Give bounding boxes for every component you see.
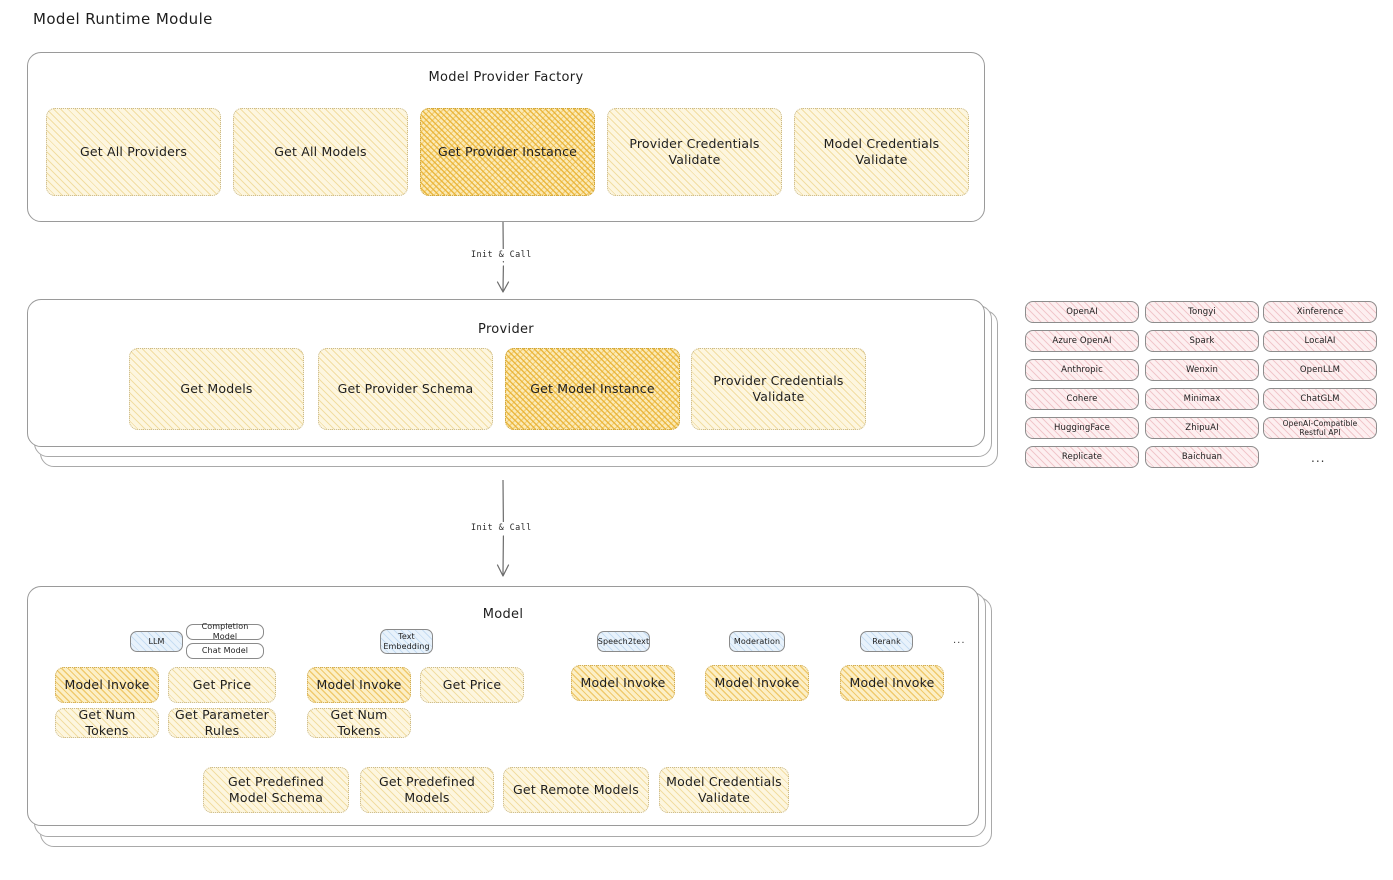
provider-chip-replicate[interactable]: Replicate bbox=[1025, 446, 1139, 468]
provider-node-get-provider-schema[interactable]: Get Provider Schema bbox=[318, 348, 493, 430]
factory-node-get-provider-instance[interactable]: Get Provider Instance bbox=[420, 108, 595, 196]
provider-chip-xinference[interactable]: Xinference bbox=[1263, 301, 1377, 323]
provider-chip-zhipuai[interactable]: ZhipuAI bbox=[1145, 417, 1259, 439]
text-embedding-method-get-price[interactable]: Get Price bbox=[420, 667, 524, 703]
arrow-label-init-and-call-1: Init & Call bbox=[468, 249, 535, 261]
model-types-more: ... bbox=[953, 635, 966, 646]
llm-method-get-num-tokens[interactable]: Get Num Tokens bbox=[55, 707, 159, 738]
provider-chip-huggingface[interactable]: HuggingFace bbox=[1025, 417, 1139, 439]
provider-node-provider-credentials-validate[interactable]: Provider Credentials Validate bbox=[691, 348, 866, 430]
provider-node-get-models[interactable]: Get Models bbox=[129, 348, 304, 430]
provider-chip-wenxin[interactable]: Wenxin bbox=[1145, 359, 1259, 381]
arrow-label-init-and-call-2: Init & Call bbox=[468, 522, 535, 534]
provider-chip-openllm[interactable]: OpenLLM bbox=[1263, 359, 1377, 381]
arrow-down-icon bbox=[496, 479, 510, 577]
provider-chip-baichuan[interactable]: Baichuan bbox=[1145, 446, 1259, 468]
text-embedding-method-model-invoke[interactable]: Model Invoke bbox=[307, 667, 411, 703]
llm-method-get-price[interactable]: Get Price bbox=[168, 667, 276, 703]
provider-chip-cohere[interactable]: Cohere bbox=[1025, 388, 1139, 410]
model-common-method-get-predefined-models[interactable]: Get Predefined Models bbox=[360, 767, 494, 813]
model-title: Model bbox=[482, 607, 524, 622]
model-subtag-chat-model[interactable]: Chat Model bbox=[186, 643, 264, 659]
provider-chip-localai[interactable]: LocalAI bbox=[1263, 330, 1377, 352]
rerank-method-model-invoke[interactable]: Model Invoke bbox=[840, 665, 944, 701]
provider-title: Provider bbox=[478, 322, 534, 337]
model-provider-factory-title: Model Provider Factory bbox=[428, 70, 584, 85]
model-panel: Model LLM Completion Model Chat Model Mo… bbox=[27, 586, 979, 826]
model-type-tag-moderation[interactable]: Moderation bbox=[729, 631, 785, 652]
model-type-tag-speech2text[interactable]: Speech2text bbox=[597, 631, 650, 652]
model-type-tag-rerank[interactable]: Rerank bbox=[860, 631, 913, 652]
provider-chip-tongyi[interactable]: Tongyi bbox=[1145, 301, 1259, 323]
factory-node-provider-credentials-validate[interactable]: Provider Credentials Validate bbox=[607, 108, 782, 196]
model-common-method-get-predefined-model-schema[interactable]: Get Predefined Model Schema bbox=[203, 767, 349, 813]
factory-node-get-all-providers[interactable]: Get All Providers bbox=[46, 108, 221, 196]
llm-method-get-parameter-rules[interactable]: Get Parameter Rules bbox=[168, 707, 276, 738]
model-common-method-get-remote-models[interactable]: Get Remote Models bbox=[503, 767, 649, 813]
provider-chip-chatglm[interactable]: ChatGLM bbox=[1263, 388, 1377, 410]
provider-chip-minimax[interactable]: Minimax bbox=[1145, 388, 1259, 410]
model-common-method-model-credentials-validate[interactable]: Model Credentials Validate bbox=[659, 767, 789, 813]
text-embedding-method-get-num-tokens[interactable]: Get Num Tokens bbox=[307, 707, 411, 738]
provider-panel: Provider Get Models Get Provider Schema … bbox=[27, 299, 985, 447]
provider-chip-spark[interactable]: Spark bbox=[1145, 330, 1259, 352]
arrow-factory-to-provider: Init & Call bbox=[468, 221, 536, 296]
factory-node-get-all-models[interactable]: Get All Models bbox=[233, 108, 408, 196]
speech2text-method-model-invoke[interactable]: Model Invoke bbox=[571, 665, 675, 701]
provider-chip-anthropic[interactable]: Anthropic bbox=[1025, 359, 1139, 381]
model-subtag-completion-model[interactable]: Completion Model bbox=[186, 622, 264, 641]
provider-chip-openai[interactable]: OpenAI bbox=[1025, 301, 1139, 323]
model-provider-factory-panel: Model Provider Factory Get All Providers… bbox=[27, 52, 985, 222]
llm-method-model-invoke[interactable]: Model Invoke bbox=[55, 667, 159, 703]
arrow-provider-to-model: Init & Call bbox=[468, 479, 536, 580]
provider-list-more: ... bbox=[1311, 451, 1326, 465]
model-type-tag-llm[interactable]: LLM bbox=[130, 631, 183, 652]
provider-chip-openai-compatible-restful-api[interactable]: OpenAI-Compatible Restful API bbox=[1263, 417, 1377, 439]
model-type-tag-text-embedding[interactable]: Text Embedding bbox=[380, 629, 433, 654]
provider-chip-azure-openai[interactable]: Azure OpenAI bbox=[1025, 330, 1139, 352]
provider-node-get-model-instance[interactable]: Get Model Instance bbox=[505, 348, 680, 430]
factory-node-model-credentials-validate[interactable]: Model Credentials Validate bbox=[794, 108, 969, 196]
page-title: Model Runtime Module bbox=[33, 10, 213, 28]
moderation-method-model-invoke[interactable]: Model Invoke bbox=[705, 665, 809, 701]
